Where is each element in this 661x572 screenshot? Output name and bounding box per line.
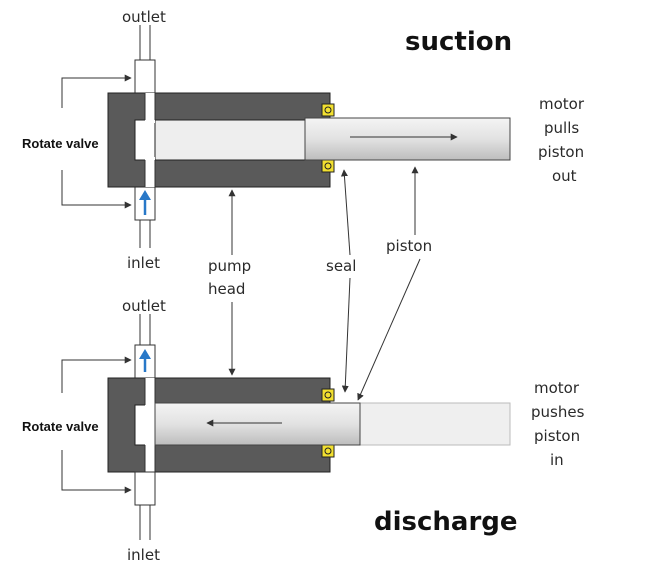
top-outlet-tube bbox=[134, 25, 156, 94]
bottom-flow-arrowhead bbox=[139, 349, 151, 359]
bottom-inlet-label: inlet bbox=[127, 546, 160, 564]
bottom-retracted-piston-ghost bbox=[359, 402, 511, 446]
bottom-inlet-tube bbox=[134, 471, 156, 540]
top-motor-line-4: out bbox=[552, 167, 577, 185]
seal-label: seal bbox=[326, 257, 356, 275]
piston-arrow-down bbox=[357, 258, 421, 401]
seal-arrow-down bbox=[341, 277, 351, 393]
bottom-motor-text: motor pushes piston in bbox=[531, 379, 585, 469]
suction-title: suction bbox=[405, 27, 512, 57]
bottom-motor-line-3: piston bbox=[534, 427, 580, 445]
top-seal-lower bbox=[321, 159, 335, 173]
pump-head-label-line-1: pump bbox=[208, 257, 251, 275]
bottom-motor-line-2: pushes bbox=[531, 403, 585, 421]
top-motor-line-3: piston bbox=[538, 143, 584, 161]
bottom-seal-lower bbox=[321, 444, 335, 458]
bottom-seal-upper bbox=[321, 388, 335, 402]
bottom-rotate-valve-label: Rotate valve bbox=[22, 419, 99, 434]
top-motor-line-1: motor bbox=[539, 95, 585, 113]
top-flow-arrowhead bbox=[139, 190, 151, 200]
top-motor-line-2: pulls bbox=[544, 119, 579, 137]
pump-head-label-line-2: head bbox=[208, 280, 245, 298]
callouts: pump head seal piston bbox=[208, 166, 432, 401]
bottom-outlet-label: outlet bbox=[122, 297, 166, 315]
bottom-rotate-valve-bracket bbox=[61, 356, 132, 494]
top-seal-upper bbox=[321, 103, 335, 117]
discharge-assembly: outlet bbox=[22, 297, 585, 564]
seal-arrow-up bbox=[340, 169, 351, 256]
bottom-motor-line-4: in bbox=[550, 451, 564, 469]
top-rotate-valve-label: Rotate valve bbox=[22, 136, 99, 151]
top-rotate-valve-bracket bbox=[61, 74, 132, 209]
top-inlet-label: inlet bbox=[127, 254, 160, 272]
top-piston bbox=[304, 117, 511, 161]
discharge-title: discharge bbox=[374, 507, 518, 537]
bottom-piston bbox=[154, 402, 361, 446]
top-pump-head bbox=[107, 92, 331, 188]
top-outlet-label: outlet bbox=[122, 8, 166, 26]
suction-assembly: suction outlet inlet bbox=[22, 8, 585, 272]
bottom-motor-line-1: motor bbox=[534, 379, 580, 397]
piston-label: piston bbox=[386, 237, 432, 255]
top-motor-text: motor pulls piston out bbox=[538, 95, 585, 185]
